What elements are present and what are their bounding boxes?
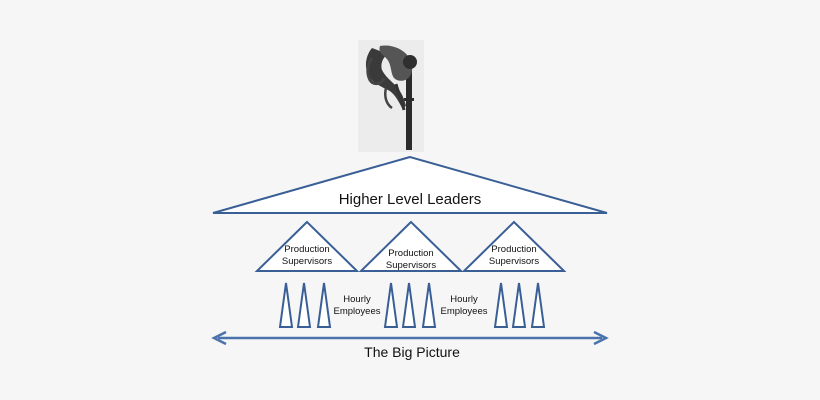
arrowhead-right-icon bbox=[593, 330, 609, 346]
employee-spike bbox=[530, 282, 546, 328]
supervisor-label-line2: Supervisors bbox=[489, 256, 539, 267]
supervisor-triangle bbox=[461, 220, 567, 272]
supervisor-label-line1: Production bbox=[284, 244, 329, 255]
big-picture-label: The Big Picture bbox=[364, 344, 460, 360]
supervisor-triangle bbox=[254, 220, 360, 272]
employee-spike bbox=[401, 282, 417, 328]
arrowhead-left-icon bbox=[211, 330, 227, 346]
supervisor-group-3: Production Supervisors bbox=[461, 220, 567, 272]
hourly-employees-label-line2: Employees bbox=[334, 306, 381, 317]
higher-level-leaders-triangle bbox=[212, 155, 608, 214]
supervisor-label-line1: Production bbox=[491, 244, 536, 255]
hourly-employees-label-line2: Employees bbox=[441, 306, 488, 317]
supervisor-label-line2: Supervisors bbox=[386, 260, 436, 271]
hourly-employees-group-1 bbox=[278, 282, 332, 328]
supervisor-group-2: Production Supervisors bbox=[358, 220, 464, 272]
hourly-employees-group-2 bbox=[383, 282, 437, 328]
big-picture-arrow bbox=[211, 330, 609, 346]
employee-spike bbox=[493, 282, 509, 328]
supervisor-triangle bbox=[358, 220, 464, 272]
person-on-stilt-illustration bbox=[358, 40, 424, 152]
employee-spike bbox=[511, 282, 527, 328]
hourly-employees-label-line1: Hourly bbox=[343, 294, 371, 305]
employee-spike bbox=[383, 282, 399, 328]
employee-spike bbox=[296, 282, 312, 328]
supervisor-label-line2: Supervisors bbox=[282, 256, 332, 267]
employee-spike bbox=[421, 282, 437, 328]
hourly-employees-label-line1: Hourly bbox=[450, 294, 478, 305]
supervisor-group-1: Production Supervisors bbox=[254, 220, 360, 272]
employee-spike bbox=[316, 282, 332, 328]
supervisor-label-line1: Production bbox=[388, 248, 433, 259]
employee-spike bbox=[278, 282, 294, 328]
hourly-employees-group-3 bbox=[493, 282, 546, 328]
higher-level-leaders-label: Higher Level Leaders bbox=[339, 191, 482, 208]
